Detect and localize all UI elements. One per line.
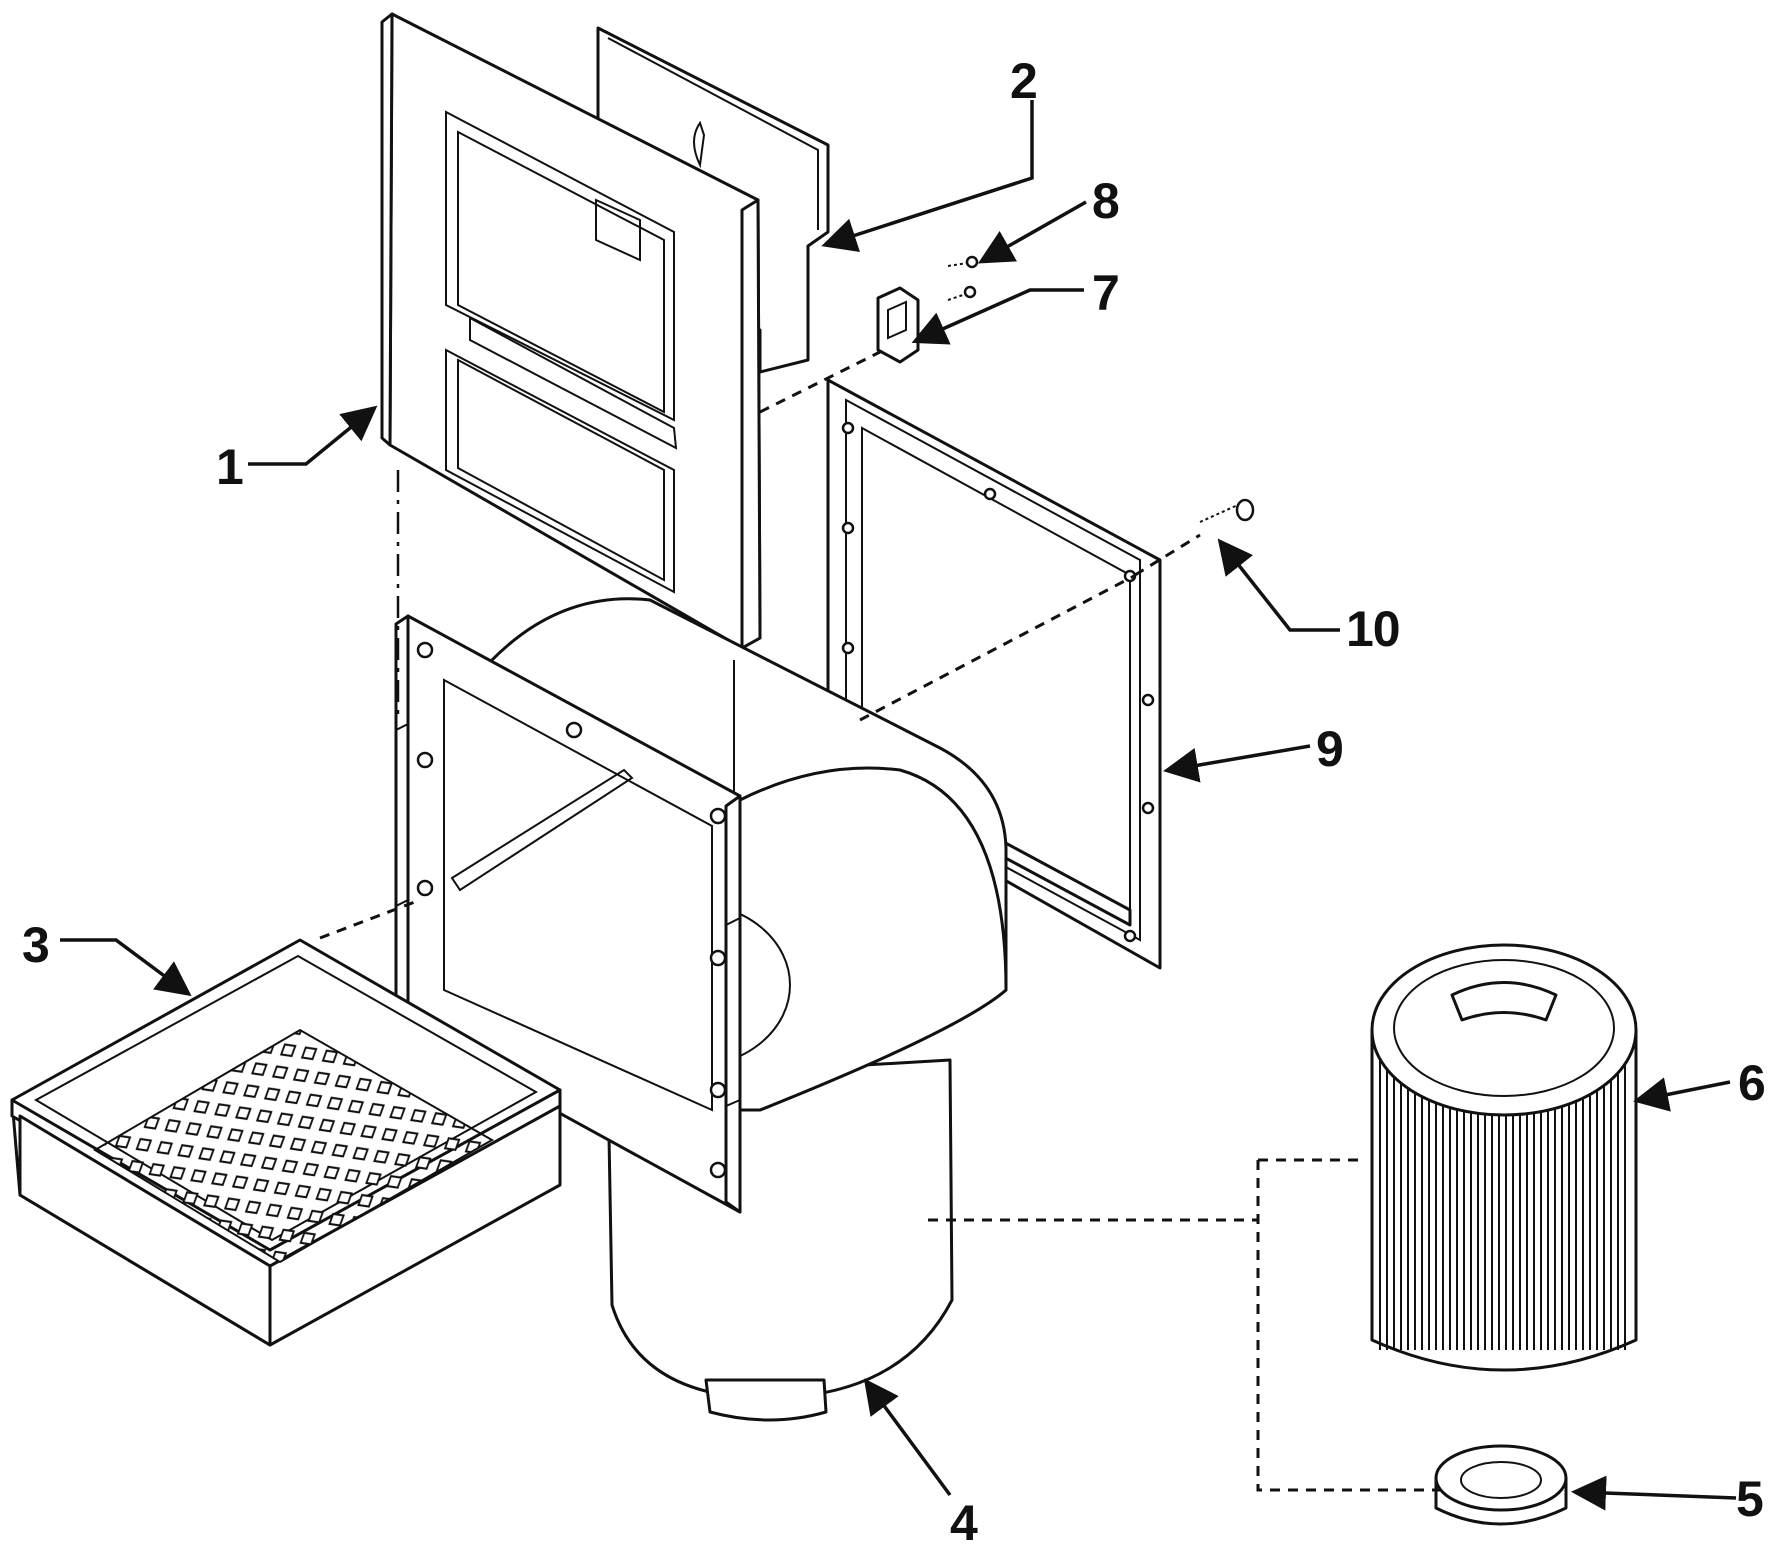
- screw-hole: [416, 751, 434, 769]
- callout-10: 10: [1346, 601, 1400, 657]
- screw-hole: [1123, 929, 1137, 943]
- part-7-clip: [876, 286, 920, 364]
- callout-5: 5: [1736, 1471, 1763, 1527]
- screw-hole: [709, 1081, 727, 1099]
- callout-2: 2: [1010, 53, 1037, 109]
- callout-8: 8: [1092, 173, 1119, 229]
- screw-hole: [1141, 693, 1155, 707]
- part-5-ring-adapter: [1434, 1444, 1568, 1526]
- screw-hole: [565, 721, 583, 739]
- callout-7: 7: [1092, 265, 1119, 321]
- callout-1: 1: [216, 439, 243, 495]
- assembly-lines: [319, 350, 1440, 1492]
- screw-hole: [841, 641, 855, 655]
- screw-hole: [1141, 801, 1155, 815]
- screw-hole: [709, 949, 727, 967]
- screw-hole: [416, 641, 434, 659]
- part-1-faceplate: [380, 12, 762, 650]
- callout-6: 6: [1738, 1055, 1765, 1111]
- part-10-screw: [1199, 498, 1255, 523]
- screw-hole: [983, 487, 997, 501]
- screw-hole: [841, 521, 855, 535]
- callout-4: 4: [950, 1495, 978, 1550]
- screw-hole: [1123, 569, 1137, 583]
- part-4-skimmer-body: [394, 597, 1008, 1422]
- screw-hole: [416, 879, 434, 897]
- callout-9: 9: [1316, 721, 1343, 777]
- screw-hole: [709, 807, 727, 825]
- callout-labels: 1 2 3 4 5 6 7 8 9 10: [22, 53, 1766, 1550]
- callout-leaders: [60, 100, 1737, 1511]
- part-3-basket-tray: [10, 938, 562, 1347]
- callout-3: 3: [22, 917, 49, 973]
- part-6-cartridge-filter: [1370, 943, 1638, 1372]
- screw-hole: [709, 1161, 727, 1179]
- part-8-screws: [947, 255, 979, 301]
- screw-hole: [841, 421, 855, 435]
